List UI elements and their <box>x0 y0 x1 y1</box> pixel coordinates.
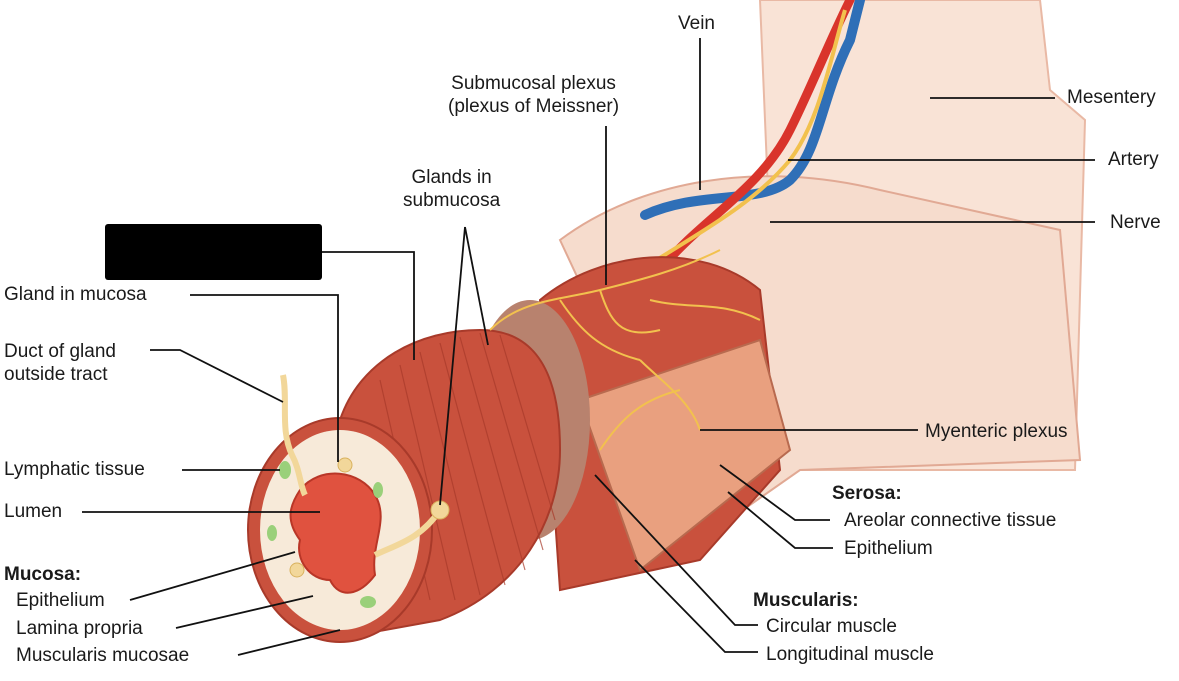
label-muscularis-heading: Muscularis: <box>753 590 859 611</box>
label-submucosal-plexus: Submucosal plexus (plexus of Meissner) <box>448 72 619 118</box>
lymphatic-nodule <box>267 525 277 541</box>
label-duct-line1: Duct of gland <box>4 341 116 362</box>
leader-lines <box>82 38 1095 656</box>
vein-vessel <box>640 0 865 220</box>
label-glands-line1: Glands in <box>411 167 492 188</box>
label-muscularis-mucosae: Muscularis mucosae <box>16 645 190 666</box>
gland-cluster <box>337 457 353 473</box>
label-lamina-propria: Lamina propria <box>16 618 143 639</box>
longitudinal-muscle-block <box>578 338 792 572</box>
label-submucosal-plexus-line2: (plexus of Meissner) <box>448 96 620 118</box>
label-serosa-epithelium: Epithelium <box>844 538 933 559</box>
label-serosa-heading: Serosa: <box>832 483 902 504</box>
submucosa-gland-duct <box>373 508 443 558</box>
label-mucosa-epithelium: Epithelium <box>16 590 105 611</box>
label-gland-in-mucosa: Gland in mucosa <box>4 284 147 305</box>
lymphatic-nodule <box>279 461 291 479</box>
lymphatic-nodule <box>373 482 383 498</box>
duct-of-gland <box>280 374 308 497</box>
nerve-network <box>489 249 761 451</box>
label-duct-of-gland: Duct of gland outside tract <box>4 340 116 386</box>
label-circular-muscle: Circular muscle <box>766 616 897 637</box>
lumen-shape <box>289 472 382 594</box>
label-nerve: Nerve <box>1110 212 1161 233</box>
label-mesentery: Mesentery <box>1067 87 1156 108</box>
label-mucosa-heading: Mucosa: <box>4 564 82 585</box>
label-submucosal-plexus-line1: Submucosal plexus <box>451 73 616 94</box>
label-lymphatic-tissue: Lymphatic tissue <box>4 459 145 480</box>
label-glands-line2: submucosa <box>403 190 501 212</box>
label-vein: Vein <box>678 13 715 34</box>
label-longitudinal-muscle: Longitudinal muscle <box>766 644 934 665</box>
label-duct-line2: outside tract <box>4 364 108 386</box>
label-myenteric-plexus: Myenteric plexus <box>925 421 1068 442</box>
redacted-label-box <box>105 224 322 280</box>
label-lumen: Lumen <box>4 501 63 522</box>
label-artery: Artery <box>1108 149 1159 170</box>
label-glands-in-submucosa: Glands in submucosa <box>403 166 500 212</box>
lymphatic-nodule <box>360 596 376 608</box>
label-areolar-connective-tissue: Areolar connective tissue <box>844 510 1057 531</box>
gland-cluster <box>289 562 305 578</box>
